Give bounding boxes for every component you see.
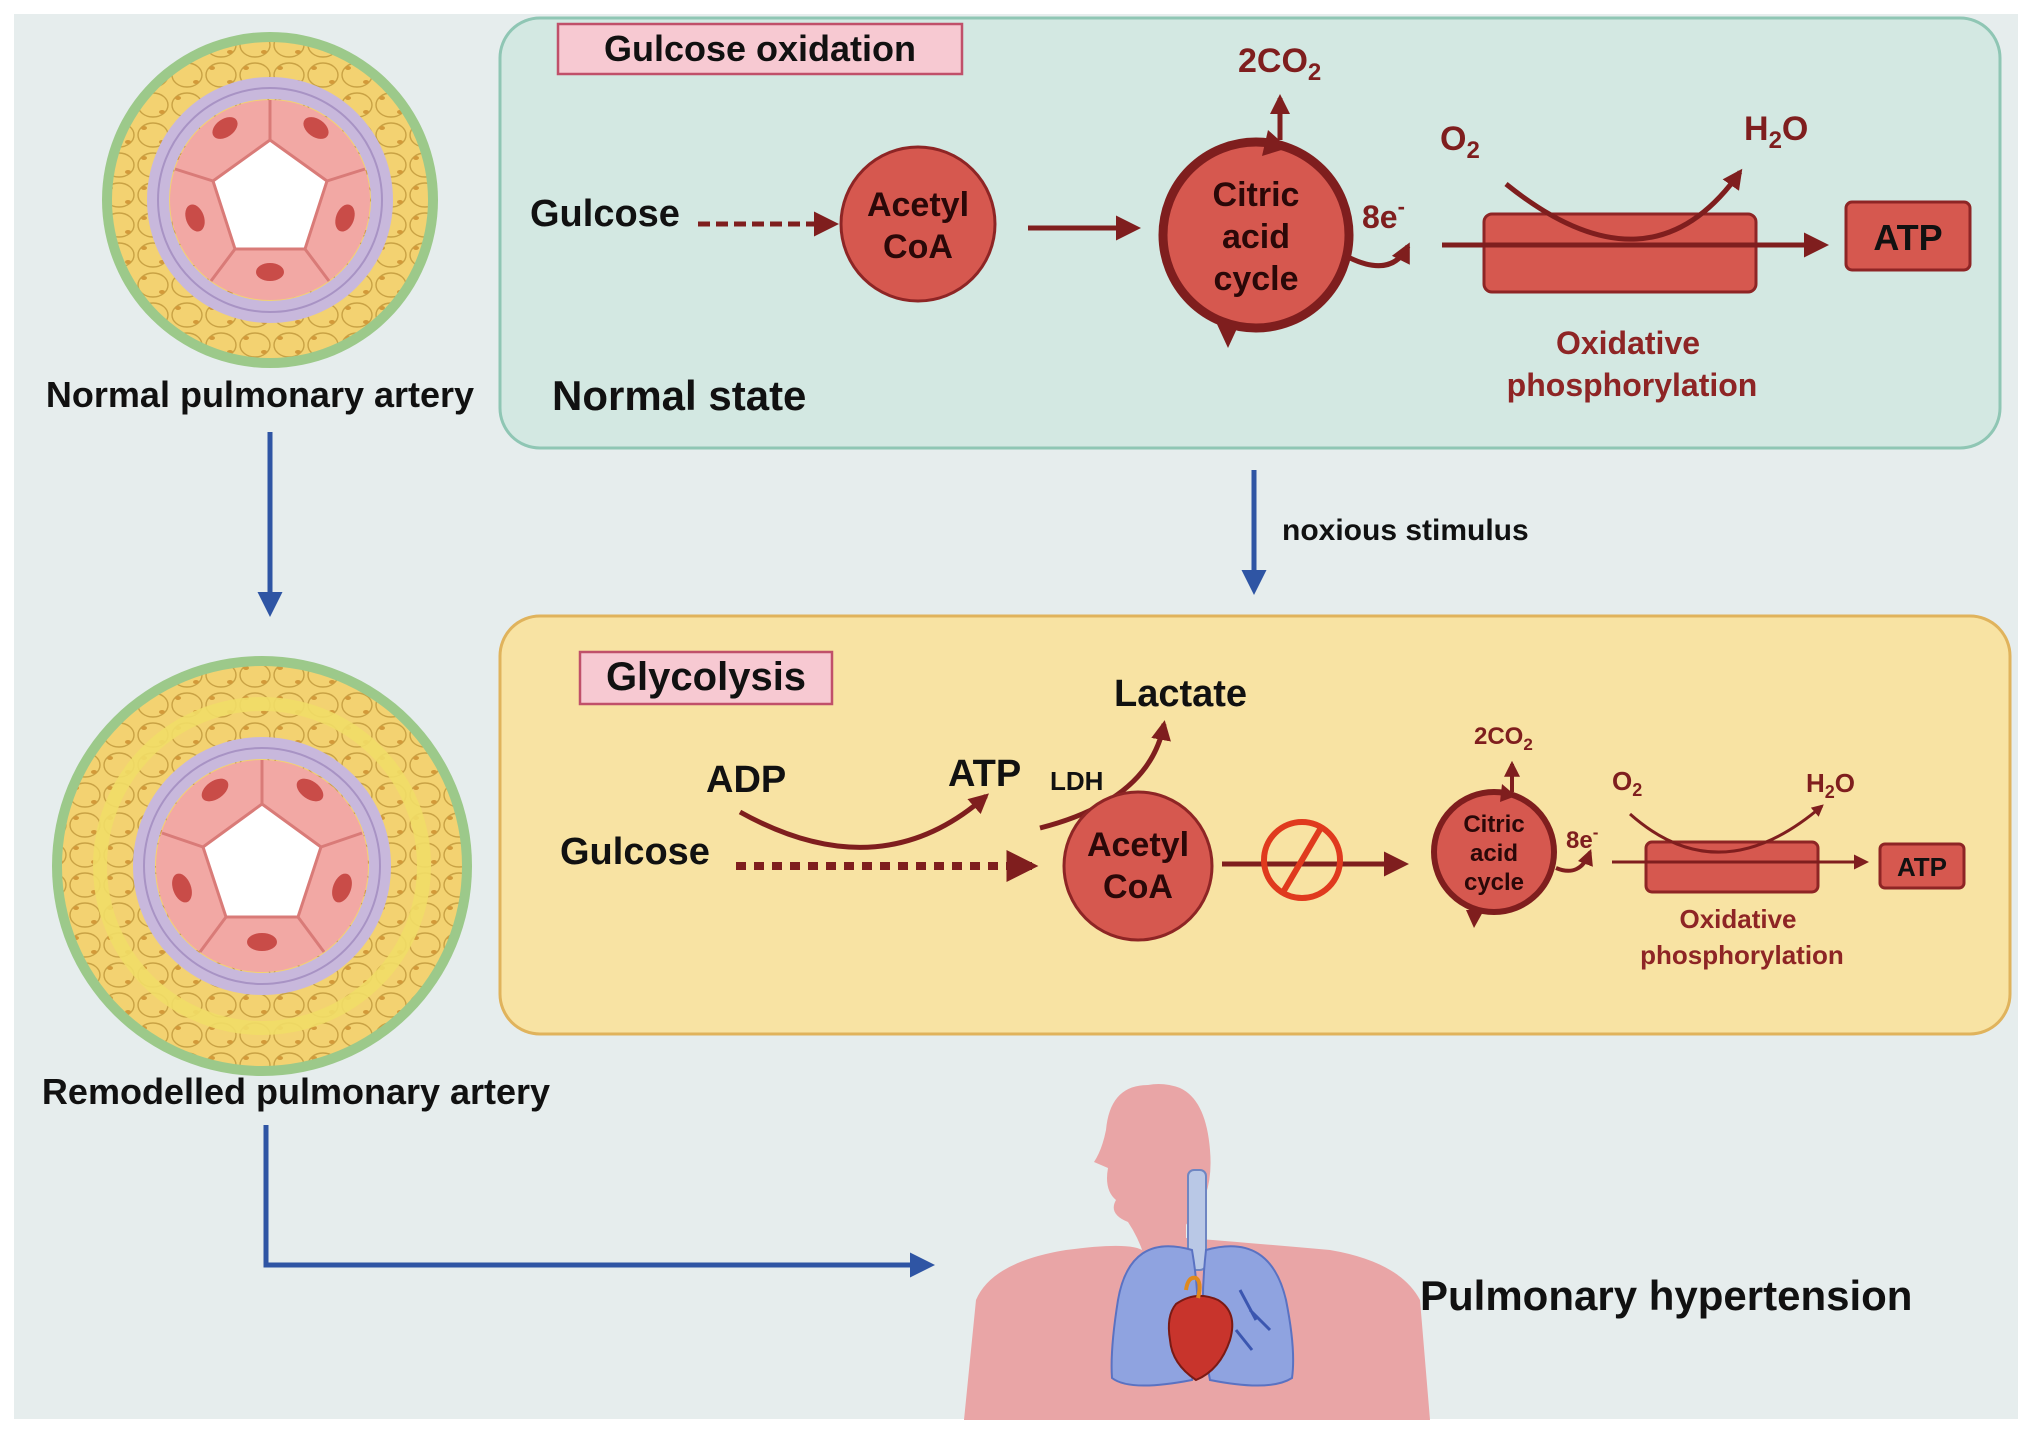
normal-electron-arrow bbox=[1348, 242, 1411, 269]
remodelled-artery-icon bbox=[52, 656, 472, 1076]
glycolysis-oxphos-box bbox=[1644, 840, 1820, 894]
glycolysis-electron-label: 8e- bbox=[1566, 823, 1598, 854]
glycolysis-atp-label: ATP bbox=[1897, 852, 1947, 882]
glycolysis-acetyl-label-1: Acetyl bbox=[1087, 826, 1189, 864]
normal-citric-label-3: cycle bbox=[1213, 260, 1298, 298]
lactate-label: Lactate bbox=[1114, 673, 1247, 715]
heart-icon bbox=[1167, 1275, 1234, 1382]
normal-atp-box bbox=[1844, 200, 1972, 272]
glycolysis-acetyl-coa-node bbox=[1062, 790, 1214, 942]
glycolysis-citric-label-2: acid bbox=[1470, 840, 1518, 867]
normal-citric-label-1: Citric bbox=[1213, 176, 1300, 214]
adp-to-atp-arrow bbox=[738, 793, 989, 850]
normal-o2-to-h2o-arrow bbox=[1504, 168, 1743, 242]
ldh-label: LDH bbox=[1050, 766, 1103, 796]
glycolysis-o2-to-h2o-arrow bbox=[1629, 804, 1824, 854]
adp-label: ADP bbox=[706, 759, 786, 801]
glycolysis-citric-label-1: Citric bbox=[1463, 811, 1524, 838]
glycolysis-acetyl-label-2: CoA bbox=[1103, 868, 1173, 906]
noxious-stimulus-label: noxious stimulus bbox=[1282, 514, 1529, 547]
gulcose-oxidation-title-box bbox=[556, 22, 964, 76]
inhibit-icon bbox=[1261, 819, 1343, 901]
glycolysis-panel-title: Glycolysis bbox=[606, 655, 806, 699]
glycolysis-atp-produced-label: ATP bbox=[948, 753, 1021, 795]
artery-to-hypertension-arrow bbox=[263, 1125, 935, 1278]
normal-citric-cycle-node bbox=[1158, 137, 1354, 333]
normal-h2o-label: H2O bbox=[1744, 110, 1808, 154]
glycolysis-panel: Glycolysis Gulcose ADP ATP LDH Lactate A… bbox=[498, 614, 2012, 1036]
glycolysis-glucose-label: Gulcose bbox=[560, 831, 710, 873]
normal-oxphos-label-2: phosphorylation bbox=[1507, 367, 1758, 403]
glycolysis-citric-cycle-node bbox=[1431, 789, 1557, 915]
glycolysis-electron-arrow bbox=[1555, 849, 1593, 873]
glycolysis-panel-box bbox=[498, 614, 2012, 1036]
normal-acetyl-label-2: CoA bbox=[883, 228, 953, 266]
acetyl-to-lactate-arrow bbox=[1039, 720, 1171, 831]
normal-glucose-label: Gulcose bbox=[530, 193, 680, 235]
normal-o2-label: O2 bbox=[1440, 120, 1480, 164]
normal-acetyl-coa-node bbox=[839, 145, 997, 303]
normal-oxphos-label-1: Oxidative bbox=[1556, 325, 1700, 361]
glycolysis-oxphos-label-1: Oxidative bbox=[1679, 904, 1796, 934]
normal-acetyl-label-1: Acetyl bbox=[867, 186, 969, 224]
normal-panel-title: Gulcose oxidation bbox=[604, 28, 916, 69]
normal-atp-label: ATP bbox=[1873, 217, 1942, 258]
normal-artery-icon bbox=[102, 32, 438, 368]
normal-co2-label: 2CO2 bbox=[1238, 42, 1321, 86]
glycolysis-co2-label: 2CO2 bbox=[1474, 723, 1533, 754]
normal-state-panel: Gulcose oxidation Normal state Gulcose A… bbox=[498, 16, 2002, 450]
normal-state-label: Normal state bbox=[552, 372, 806, 419]
glycolysis-citric-label-3: cycle bbox=[1464, 869, 1524, 896]
normal-oxphos-box bbox=[1482, 212, 1758, 294]
remodelled-artery-label: Remodelled pulmonary artery bbox=[42, 1071, 550, 1112]
glycolysis-h2o-label: H2O bbox=[1806, 768, 1855, 802]
glycolysis-o2-label: O2 bbox=[1612, 766, 1642, 800]
human-torso-icon bbox=[964, 1084, 1430, 1420]
normal-artery-label: Normal pulmonary artery bbox=[46, 374, 474, 415]
pulmonary-hypertension-label: Pulmonary hypertension bbox=[1420, 1272, 1912, 1319]
glycolysis-title-box bbox=[578, 650, 834, 706]
normal-citric-label-2: acid bbox=[1222, 218, 1290, 256]
normal-electron-label: 8e- bbox=[1362, 194, 1405, 235]
glycolysis-atp-box bbox=[1878, 842, 1966, 890]
glycolysis-oxphos-label-2: phosphorylation bbox=[1640, 940, 1844, 970]
